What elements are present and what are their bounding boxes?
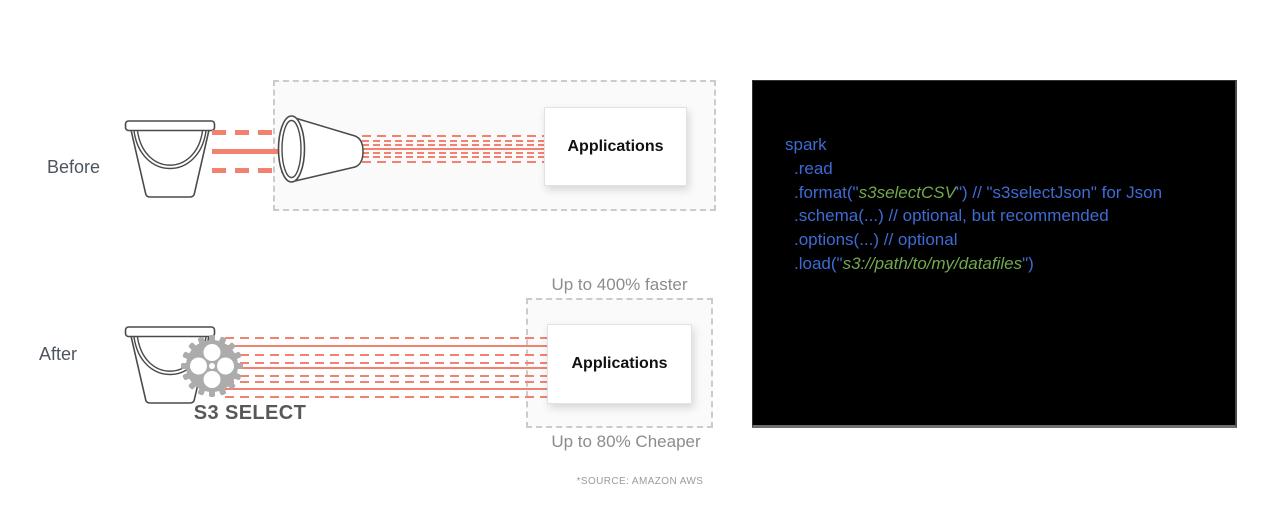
s3-select-gear-icon — [181, 335, 243, 397]
before-applications-box: Applications — [544, 107, 687, 186]
after-applications-box: Applications — [547, 324, 692, 404]
funnel-icon — [277, 115, 364, 183]
data-stream-thin-dashed — [362, 152, 544, 154]
before-label: Before — [47, 157, 101, 177]
source-note: *SOURCE: AMAZON AWS — [576, 476, 704, 487]
data-stream-thin-solid — [225, 388, 547, 390]
data-stream-thin-solid — [362, 148, 544, 150]
s3-bucket-icon — [124, 120, 216, 198]
data-stream-thin-dashed — [362, 144, 544, 146]
code-line: .schema(...) // optional, but recommende… — [794, 206, 1109, 226]
code-line: .read — [794, 158, 833, 178]
data-stream-thin-solid — [225, 367, 547, 369]
data-stream-thick-dashed — [212, 130, 305, 135]
code-line: .load("s3://path/to/my/datafiles") — [794, 253, 1034, 273]
data-stream-thin-dashed — [362, 161, 544, 163]
after-label: After — [39, 344, 78, 364]
data-stream-thin-dashed — [225, 381, 547, 383]
data-stream-thin-dashed — [362, 140, 544, 142]
data-stream-thick-solid — [212, 149, 305, 154]
data-stream-thin-dashed — [362, 156, 544, 158]
data-stream-thin-solid — [225, 345, 547, 347]
data-stream-thick-dashed — [212, 168, 305, 173]
code-line: spark — [785, 135, 827, 154]
s3-select-label: S3 SELECT — [193, 402, 307, 424]
code-line: .options(...) // optional — [794, 230, 958, 250]
code-line: .format("s3selectCSV") // "s3selectJson"… — [794, 182, 1163, 202]
data-stream-thin-dashed — [225, 354, 547, 356]
faster-note: Up to 400% faster — [551, 275, 688, 294]
data-stream-thin-dashed — [225, 362, 547, 364]
data-stream-thin-dashed — [362, 135, 544, 137]
data-stream-thin-dashed — [225, 375, 547, 377]
before-applications-label: Applications — [567, 137, 664, 155]
data-stream-thin-dashed — [225, 337, 547, 339]
data-stream-thin-dashed — [225, 396, 547, 398]
spark-code-block: spark .read .format("s3selectCSV") // "s3s… — [752, 80, 1237, 428]
cheaper-note: Up to 80% Cheaper — [551, 432, 701, 451]
after-applications-label: Applications — [571, 355, 668, 372]
